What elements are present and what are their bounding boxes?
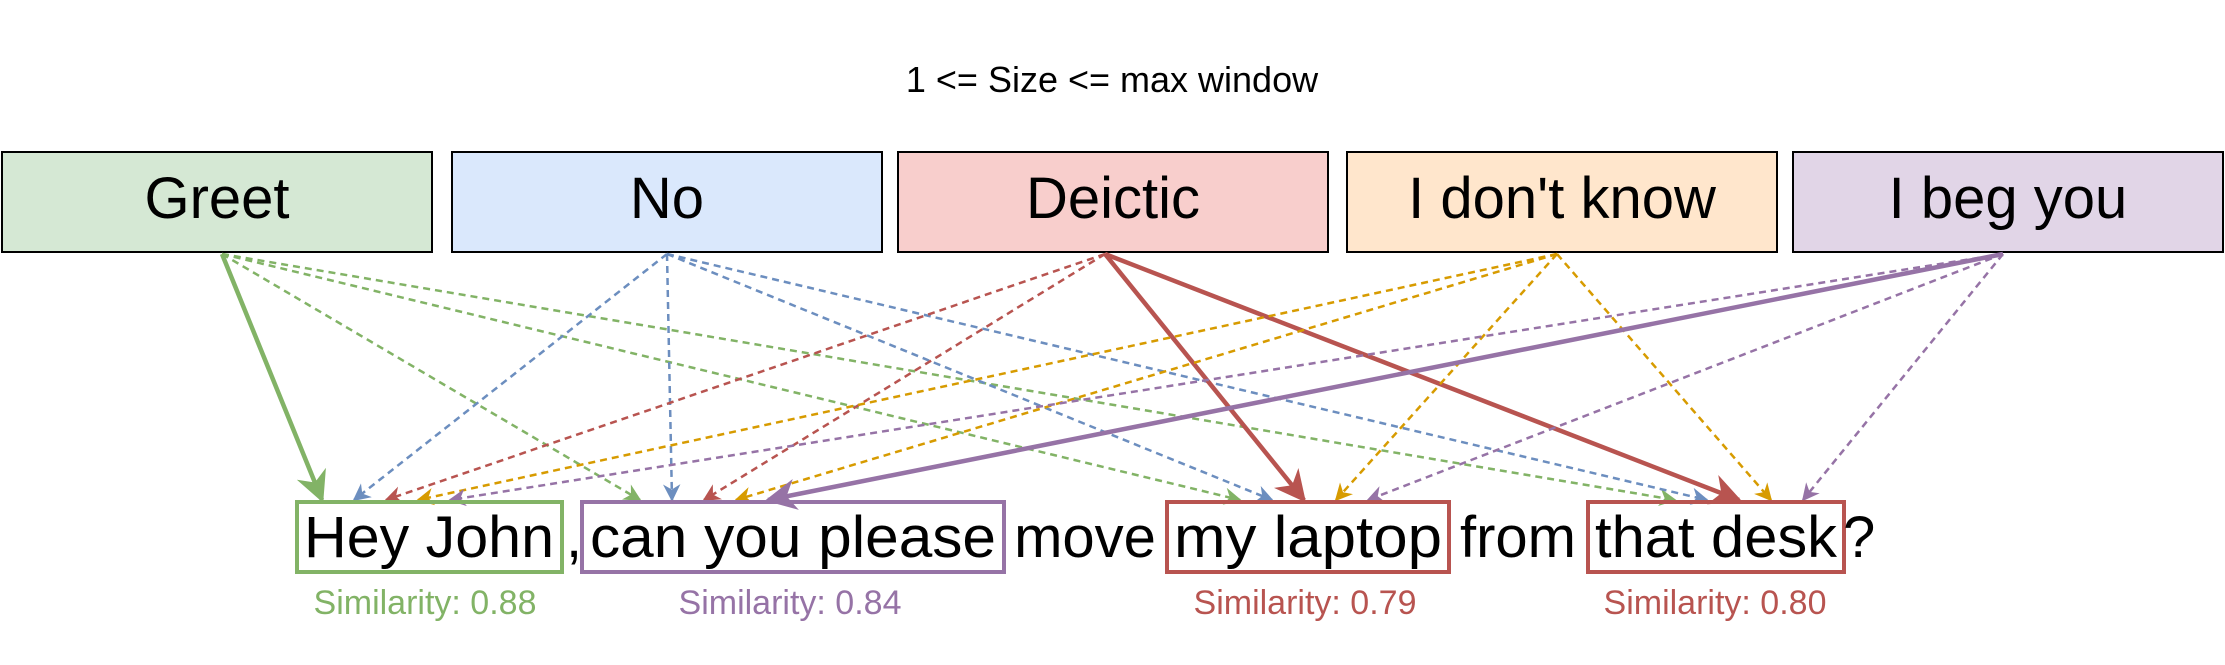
similarity-my-laptop: Similarity: 0.79: [1194, 584, 1417, 622]
token-box-hey-john: [295, 500, 564, 574]
intent-box-greet: Greet: [1, 151, 433, 253]
edge-greet-to-can-you: [221, 252, 642, 502]
edge-idk-to-hey-john: [416, 252, 1558, 506]
token-question-mark: ?: [1843, 505, 1875, 570]
intent-label-greet: Greet: [144, 166, 289, 231]
edge-deictic-to-my-laptop: [1103, 252, 1306, 503]
intent-box-deictic: Deictic: [897, 151, 1329, 253]
intent-label-idk: I don't know: [1408, 166, 1717, 231]
token-that-desk: that desk: [1595, 505, 1838, 570]
token-from: from: [1460, 505, 1576, 570]
token-box-can-you-please: [580, 500, 1006, 574]
token-box-my-laptop: [1165, 500, 1451, 574]
diagram-title: 1 <= Size <= max window: [906, 59, 1319, 100]
edge-idk-to-my-laptop: [1334, 253, 1558, 502]
intent-box-idk: I don't know: [1346, 151, 1778, 253]
intent-label-deictic: Deictic: [1026, 166, 1200, 231]
edge-beg-to-my-laptop: [1366, 252, 2004, 503]
edge-idk-to-that-desk: [1556, 253, 1773, 502]
token-box-that-desk: [1586, 500, 1846, 574]
edge-no-to-can-you: [662, 253, 681, 502]
edges-layer: [219, 251, 2004, 510]
token-hey-john: Hey John: [304, 505, 554, 570]
edge-deictic-to-that-desk: [1104, 251, 1742, 505]
edge-greet-to-my-laptop: [221, 252, 1242, 505]
token-can-you-please: can you please: [590, 505, 996, 570]
intent-label-no: No: [630, 166, 704, 231]
edge-deictic-to-hey-john: [384, 252, 1106, 504]
intent-box-no: No: [451, 151, 883, 253]
token-comma: ,: [566, 505, 582, 570]
intent-label-beg: I beg you: [1889, 166, 2128, 231]
similarity-can-you-please: Similarity: 0.84: [679, 584, 902, 622]
similarity-hey-john: Similarity: 0.88: [314, 584, 537, 622]
edge-no-to-that-desk: [666, 252, 1709, 505]
intent-box-beg: I beg you: [1792, 151, 2224, 253]
edge-no-to-my-laptop: [666, 252, 1274, 503]
edge-beg-to-that-desk: [1801, 253, 2004, 502]
edge-no-to-hey-john: [352, 253, 668, 502]
edge-idk-to-can-you: [734, 252, 1558, 504]
edge-deictic-to-can-you: [702, 252, 1106, 502]
token-my-laptop: my laptop: [1174, 505, 1442, 570]
edge-beg-to-can-you: [764, 251, 2004, 510]
token-move: move: [1014, 505, 1156, 570]
edge-greet-to-hey-john: [219, 253, 326, 503]
edge-greet-to-that-desk: [221, 252, 1677, 506]
similarity-that-desk: Similarity: 0.80: [1604, 584, 1827, 622]
edge-beg-to-hey-john: [448, 252, 2004, 507]
